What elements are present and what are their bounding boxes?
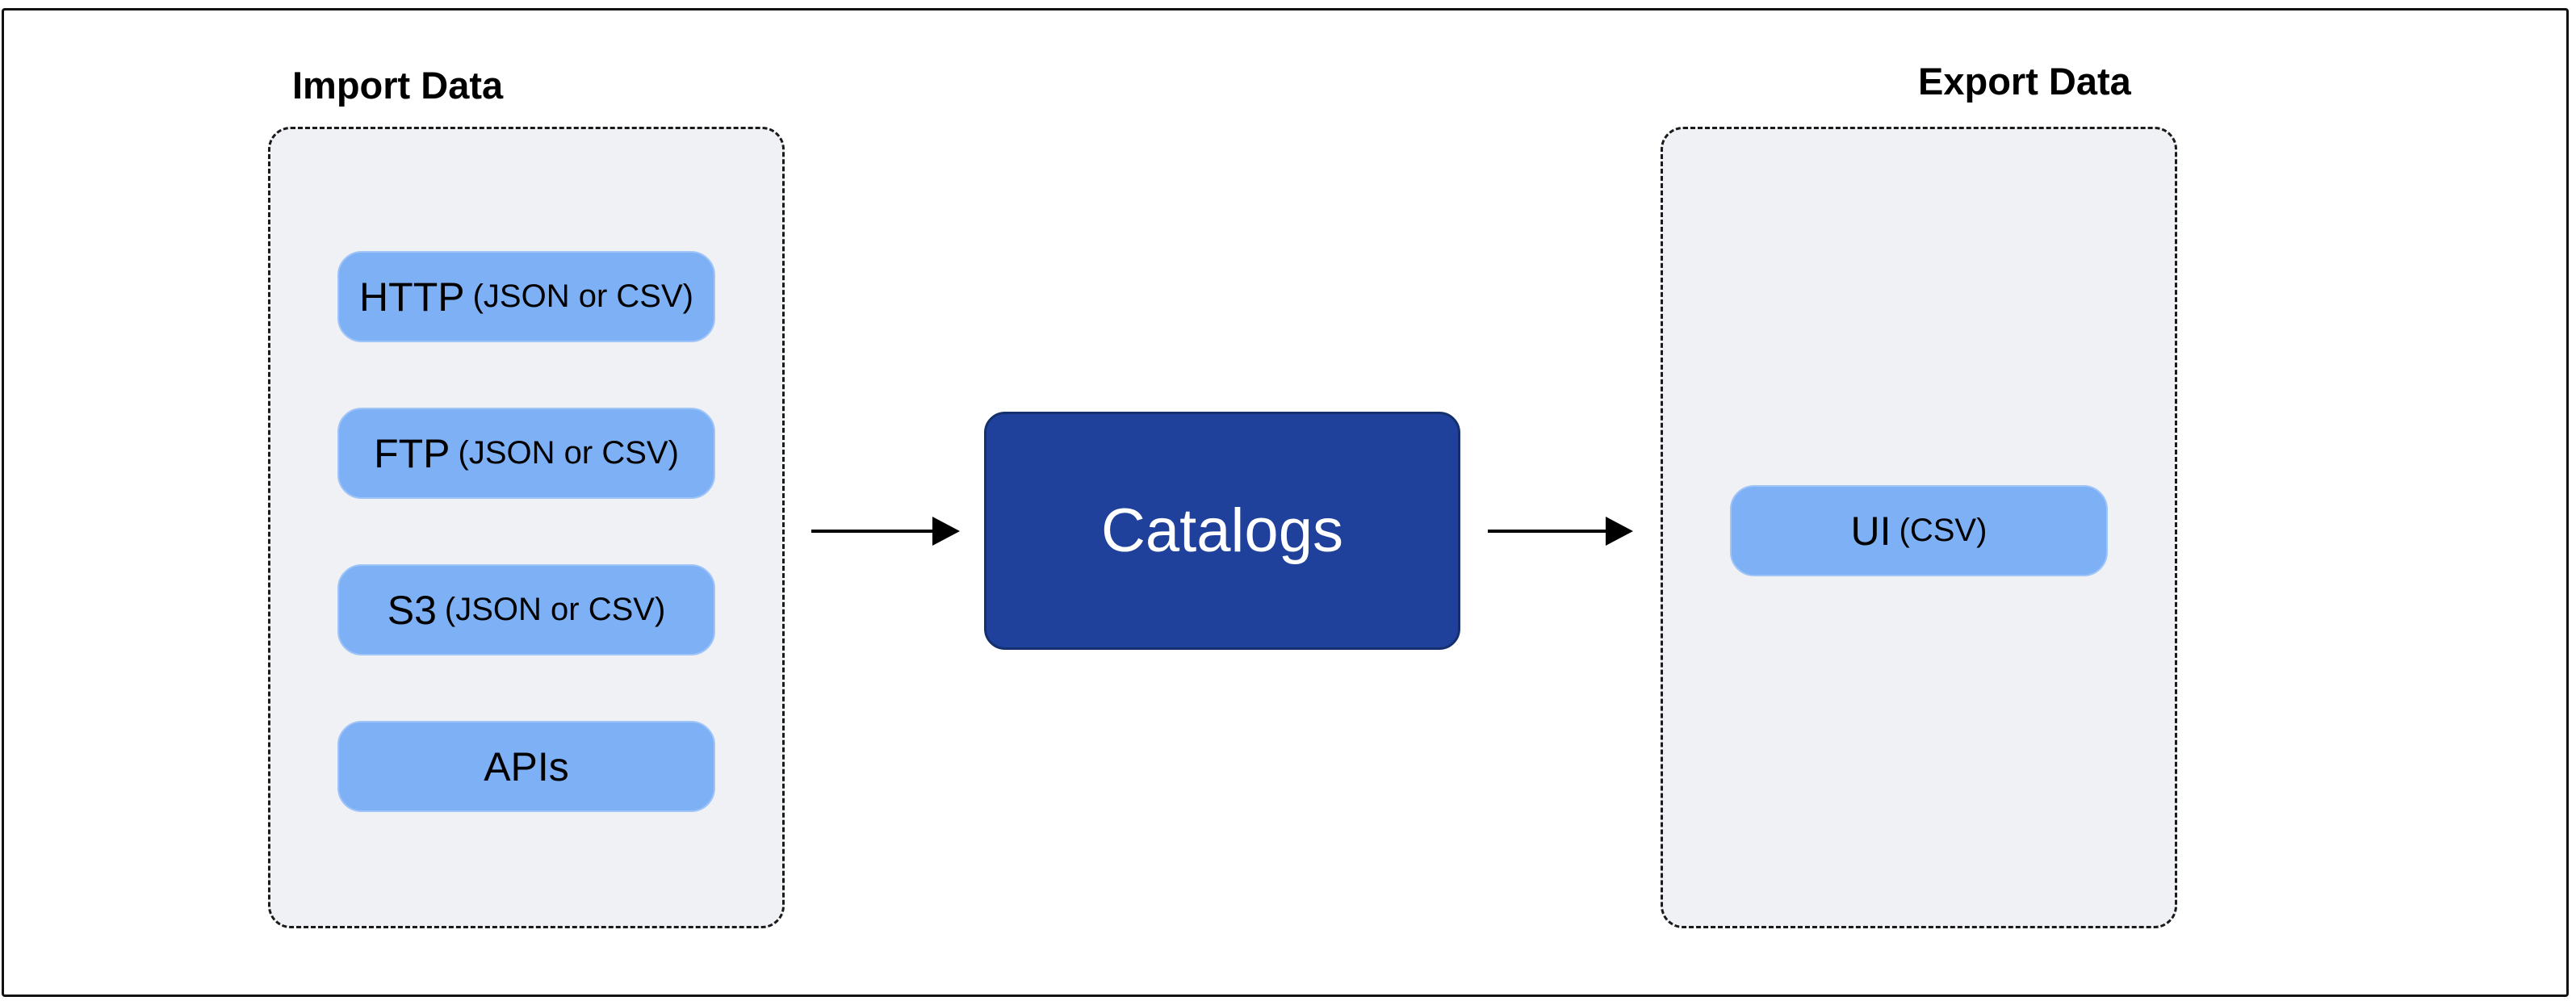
export-item-ui: UI (CSV) (1730, 485, 2108, 576)
import-item-http-label: HTTP (359, 274, 465, 320)
import-item-ftp-label: FTP (374, 430, 450, 476)
arrow-import-to-catalogs (811, 517, 960, 546)
export-data-title: Export Data (1918, 60, 2131, 103)
import-item-s3: S3 (JSON or CSV) (337, 564, 715, 655)
export-item-ui-label: UI (1850, 508, 1891, 554)
import-item-http-format: (JSON or CSV) (472, 278, 693, 314)
import-item-s3-label: S3 (387, 587, 437, 633)
catalogs-node: Catalogs (984, 412, 1460, 650)
import-item-apis-label: APIs (484, 743, 569, 789)
import-data-title: Import Data (292, 64, 504, 107)
import-item-ftp: FTP (JSON or CSV) (337, 408, 715, 499)
import-item-ftp-format: (JSON or CSV) (458, 435, 679, 471)
export-item-ui-format: (CSV) (1899, 513, 1987, 548)
import-item-apis: APIs (337, 721, 715, 812)
arrow-catalogs-to-export (1488, 517, 1633, 546)
import-item-http: HTTP (JSON or CSV) (337, 251, 715, 342)
import-item-s3-format: (JSON or CSV) (444, 592, 666, 627)
